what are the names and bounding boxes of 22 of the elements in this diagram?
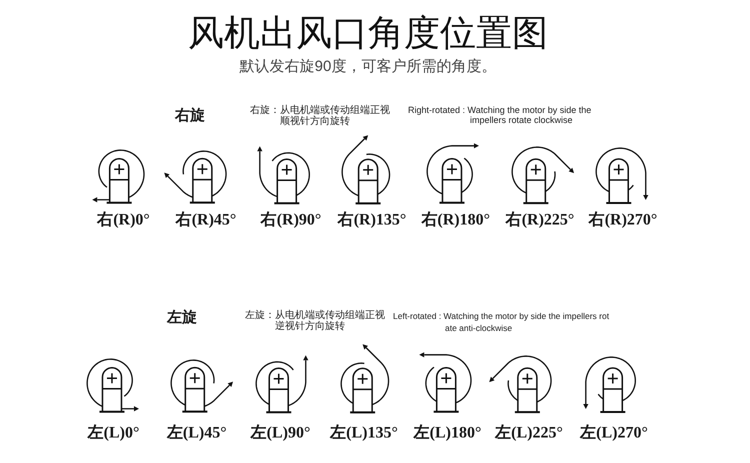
angle-caption: 左(L)135° <box>330 424 398 442</box>
note-text: 左旋：从电机端或传动组端正视逆视针方向旋转 <box>245 310 386 332</box>
angle-caption: 右(R)180° <box>421 210 490 230</box>
section-heading: 左旋 <box>167 309 197 327</box>
angle-caption: 右(R)45° <box>176 210 236 230</box>
note-text: Left-rotated : Watching the motor by side the impellers rot ate anti-clockwise <box>393 310 610 334</box>
angle-caption: 左(L)45° <box>166 424 227 442</box>
subtitle: 默认发右旋90度，可客户所需的角度。 <box>240 58 496 76</box>
angle-caption: 右(R)0° <box>97 210 150 230</box>
angle-caption: 左(L)225° <box>495 424 563 442</box>
note-text: Right-rotated : Watching the motor by side the impellers rotate clockwise <box>408 105 592 125</box>
angle-caption: 右(R)90° <box>260 210 322 230</box>
section-heading: 右旋 <box>175 107 205 125</box>
angle-caption: 左(L)180° <box>414 424 482 442</box>
angle-caption: 右(R)135° <box>338 210 406 230</box>
note-text: 右旋：从电机端或传动组端正视顺视针方向旋转 <box>250 104 391 126</box>
angle-caption: 左(L)270° <box>580 424 648 442</box>
angle-caption: 左(L)0° <box>88 424 140 442</box>
angle-caption: 右(R)270° <box>588 210 658 230</box>
angle-caption: 左(L)90° <box>250 424 310 442</box>
angle-caption: 右(R)225° <box>506 210 574 230</box>
title: 风机出风口角度位置图 <box>188 13 548 53</box>
